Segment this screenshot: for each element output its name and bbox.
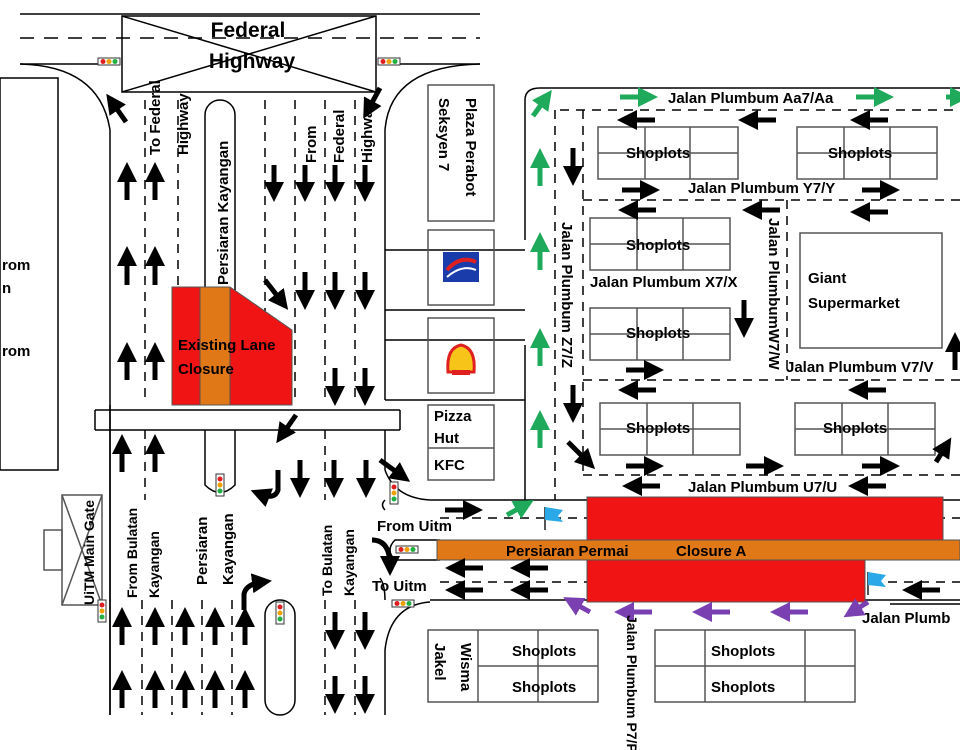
left-block-label-line1: rom [2,257,30,274]
traffic-lights [97,57,419,625]
flag-icon [544,507,563,530]
jalan-u7-label: Jalan Plumbum U7/U [688,479,837,496]
existing-lane-closure-label-line2: Closure [178,361,234,378]
buildings [43,84,943,703]
black-arrows [106,86,960,714]
pizza-hut-label-line2: Hut [434,430,459,447]
from-federal-highway-label-line1: From [303,126,320,164]
traffic-light [395,545,419,554]
shoplots-label: Shoplots [512,679,576,696]
arrow-diag-icon [505,500,534,519]
from-federal-highway-label-line3: Highway [359,101,376,163]
uitm-main-gate-label: UiTM Main Gate [81,500,97,605]
existing-lane-closure-median [199,286,231,406]
shoplots-label: Shoplots [823,420,887,437]
persiaran-kayangan-north-label: Persiaran Kayangan [215,141,232,285]
jalan-x7-label: Jalan Plumbum X7/X [590,274,738,291]
from-uitm-label: From Uitm [377,518,452,535]
left-block-label-line2: n [2,280,11,297]
to-federal-highway-label-line2: Highway [175,93,192,155]
pizza-kfc-building [427,404,495,481]
arrow-diag-icon [843,598,870,618]
arrow-diag-icon [566,440,596,470]
traffic-light [97,599,107,623]
arrow-uturn-icon [250,470,281,507]
pizza-hut-label-line1: Pizza [434,408,472,425]
arrow-diag-icon [378,457,411,482]
giant-building [799,232,943,349]
wisma-jakel-label-line2: Jakel [431,643,448,681]
plaza-perabot-label-line1: Plaza Perabot [462,98,479,196]
flag-icon [867,572,886,595]
shell-station [427,317,495,394]
closure-a-red-bottom [586,559,866,603]
jalan-w7-label: Jalan PlumbumW7/W [765,218,782,371]
arrow-turn-icon [241,573,272,610]
perodua-logo [443,252,479,282]
shoplots-label: Shoplots [711,679,775,696]
wisma-jakel-label-line1: Wisma [457,643,474,692]
traffic-light [377,57,401,66]
from-bulatan-kayangan-label-line1: From Bulatan [124,508,140,598]
to-bulatan-kayangan-label-line2: Kayangan [341,529,357,596]
persiaran-permai-label: Persiaran Permai [506,543,629,560]
jalan-y7-label: Jalan Plumbum Y7/Y [688,180,835,197]
traffic-light [391,599,415,608]
arrow-diag-icon [530,89,552,118]
shoplots-label: Shoplots [626,420,690,437]
persiaran-kayangan-south-label-line1: Persiaran [194,517,211,585]
arrow-diag-icon [363,86,383,119]
purple-arrows [563,597,870,622]
shoplots-label: Shoplots [626,145,690,162]
to-federal-highway-label-line1: To Federal [147,80,164,155]
giant-label-line2: Supermarket [808,295,900,312]
shoplots-label: Shoplots [711,643,775,660]
from-bulatan-kayangan-label-line2: Kayangan [146,531,162,598]
jalan-p7-label: Jalan Plumbum P7/P [624,615,640,750]
existing-lane-closure-label-line1: Existing Lane [178,337,276,354]
jalan-z7-label: Jalan Plumbum Z7/Z [558,222,575,368]
to-uitm-label: To Uitm [372,578,427,595]
arrow-diag-icon [932,437,952,464]
arrow-uturn-icon [371,537,400,576]
highway-label-line1: Federal [211,19,286,42]
labels: Federal Highway To Federal Highway Persi… [2,19,950,750]
to-bulatan-kayangan-label-line1: To Bulatan [319,525,335,596]
from-federal-highway-label-line2: Federal [331,110,348,163]
closures [171,286,960,603]
green-arrows [505,87,960,519]
jalan-plumb-right-label: Jalan Plumb [862,610,950,627]
kfc-label: KFC [434,457,465,474]
traffic-light [275,601,285,625]
shoplot-blocks [427,126,938,703]
shell-logo [446,343,476,375]
shoplots-label: Shoplots [626,237,690,254]
traffic-light [97,57,121,66]
giant-label-line1: Giant [808,270,846,287]
shoplots-label: Shoplots [512,643,576,660]
closure-a-label: Closure A [676,543,746,560]
left-block-label-line3: rom [2,343,30,360]
highway-label-line2: Highway [209,50,296,73]
closure-a-red-top [586,496,944,542]
plaza-perabot-building [427,84,495,222]
arrow-diag-icon [276,413,299,444]
shoplots-label: Shoplots [828,145,892,162]
shoplots-label: Shoplots [626,325,690,342]
traffic-light [389,481,399,505]
persiaran-kayangan-south-label-line2: Kayangan [220,513,237,585]
arrow-diag-icon [106,93,129,124]
arrow-diag-icon [563,597,592,616]
arrow-diag-icon [263,278,289,310]
petrol-station-1 [427,229,495,306]
jalan-aa7-label: Jalan Plumbum Aa7/Aa [668,90,834,107]
jalan-v7-label: Jalan Plumbum V7/V [786,359,934,376]
plaza-perabot-label-line2: Seksyen 7 [435,98,452,171]
traffic-light [215,473,225,497]
